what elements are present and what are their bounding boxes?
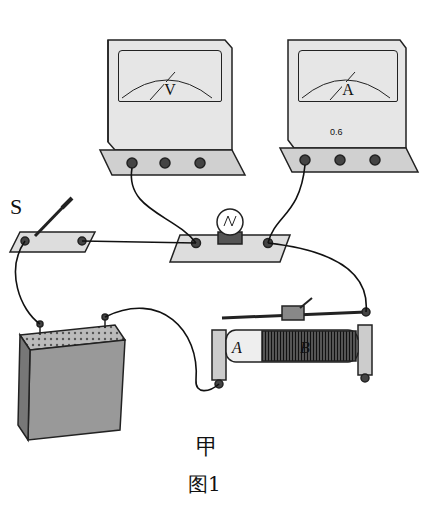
voltmeter xyxy=(100,40,245,175)
part-label: A xyxy=(232,340,242,356)
meter-dial: V xyxy=(118,50,222,102)
part-label: B xyxy=(300,340,310,356)
ammeter xyxy=(280,40,418,172)
meter-symbol: V xyxy=(164,82,176,98)
battery xyxy=(18,314,125,440)
lamp xyxy=(170,209,290,262)
figure-label: 甲 xyxy=(196,436,218,458)
meter-symbol: A xyxy=(342,82,354,98)
meter-dial: A xyxy=(298,50,398,102)
rheostat xyxy=(212,298,372,388)
part-label: S xyxy=(10,196,22,218)
terminal-range: 0.6 xyxy=(330,128,343,137)
figure-caption: 图1 xyxy=(188,474,221,494)
wire xyxy=(16,165,367,391)
